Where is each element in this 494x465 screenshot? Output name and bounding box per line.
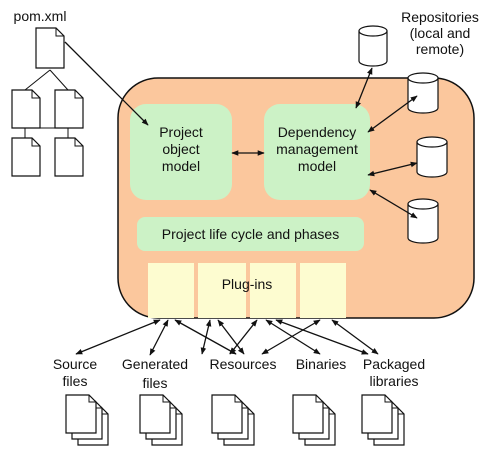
- dependency-management-model-box: [264, 104, 370, 200]
- document-stack-icon: [65, 394, 109, 446]
- repositories-label-line1: Repositories: [401, 9, 479, 25]
- generated-files-line1: Generated: [121, 356, 189, 372]
- document-stack-icon: [361, 394, 405, 446]
- project-object-model-box: [130, 104, 232, 200]
- bidirectional-arrow: [369, 189, 418, 219]
- bidirectional-arrow: [149, 319, 169, 356]
- plugin-slot: [198, 263, 246, 318]
- bidirectional-arrow: [367, 161, 418, 177]
- generated-files-line2: files: [142, 375, 168, 391]
- plugin-slot: [250, 263, 296, 318]
- bidirectional-arrow: [75, 319, 161, 355]
- lifecycle-label: Project life cycle and phases: [161, 226, 340, 242]
- bidirectional-arrow: [355, 67, 373, 109]
- bidirectional-arrow: [367, 95, 418, 133]
- lifecycle-box: [137, 217, 364, 251]
- document-icon: [54, 89, 84, 129]
- document-stack-icon: [211, 394, 255, 446]
- dependency-model-line1: Dependency: [277, 124, 357, 140]
- bidirectional-arrow: [261, 319, 321, 355]
- project-object-model-line3: model: [161, 158, 201, 174]
- resources-label: Resources: [209, 356, 277, 372]
- bidirectional-arrow: [217, 319, 245, 355]
- arrow: [64, 41, 149, 126]
- database-icon: [407, 72, 439, 114]
- repositories-label-line2: (local and: [409, 25, 471, 41]
- document-stack-icon: [292, 394, 336, 446]
- source-files-line2: files: [62, 373, 88, 389]
- bidirectional-arrow: [331, 319, 379, 355]
- packaged-libraries-line1: Packaged: [362, 356, 426, 372]
- packaged-libraries-line2: libraries: [369, 373, 419, 389]
- plugin-slot: [148, 263, 194, 318]
- source-files-line1: Source: [52, 356, 98, 372]
- document-stack-icon: [139, 394, 183, 446]
- dependency-model-line2: management: [276, 141, 358, 157]
- database-icon: [416, 136, 448, 178]
- plugin-slot: [300, 263, 346, 318]
- pom-document-icon: [35, 27, 65, 69]
- document-icon: [11, 137, 41, 177]
- project-object-model-line2: object: [162, 141, 200, 157]
- project-object-model-line1: Project: [159, 124, 203, 140]
- pom-xml-label: pom.xml: [13, 8, 67, 24]
- repositories-label-line3: remote): [415, 41, 465, 57]
- binaries-label: Binaries: [295, 356, 347, 372]
- dependency-model-line3: model: [297, 158, 337, 174]
- bidirectional-arrow: [229, 319, 258, 355]
- pom-tree-lines: [24, 69, 69, 138]
- database-icon: [358, 25, 388, 67]
- document-icon: [11, 89, 41, 129]
- database-icon: [407, 198, 439, 244]
- plugins-label: Plug-ins: [221, 276, 273, 292]
- bidirectional-arrow: [200, 319, 212, 355]
- document-icon: [54, 137, 84, 177]
